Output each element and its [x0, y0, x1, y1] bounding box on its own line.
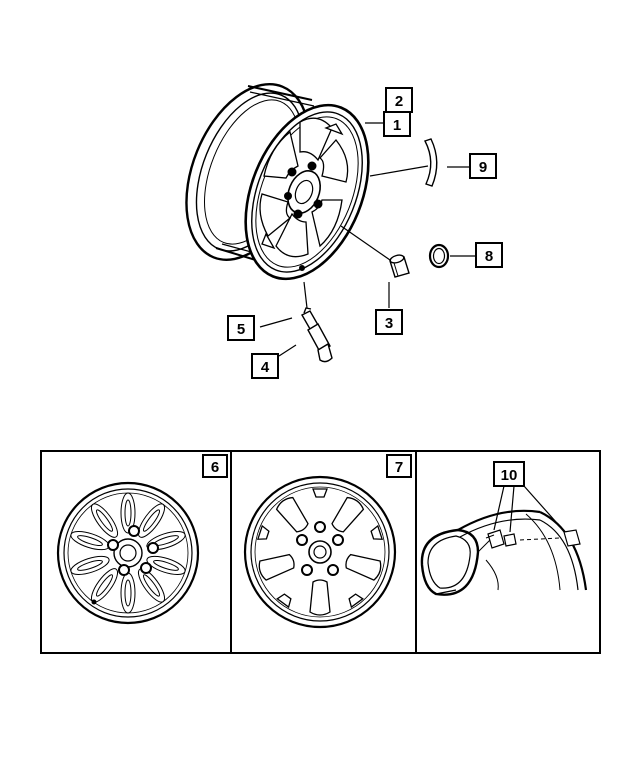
spoke-window-inner: [77, 535, 103, 547]
leader-lines: [259, 122, 476, 357]
wheel-weight-icon: [423, 138, 438, 187]
callout-7-label: 7: [395, 459, 403, 476]
valve-stem-icon: [307, 323, 333, 363]
rim-notch: [348, 593, 364, 609]
spoke-window-inner: [142, 574, 161, 597]
callout-1-label: 1: [393, 117, 401, 134]
callout-7: 7: [386, 454, 412, 478]
rim-notch: [312, 488, 328, 498]
spoke-window: [345, 553, 382, 581]
callout-6-label: 6: [211, 459, 219, 476]
callout-10: 10: [493, 461, 525, 487]
callout-5-label: 5: [237, 321, 245, 338]
callout-5: 5: [227, 315, 255, 341]
callout-4: 4: [251, 353, 279, 379]
spoke-window-inner: [95, 509, 114, 532]
spoke-window-inner: [77, 559, 103, 571]
spoke-window-inner: [142, 509, 161, 532]
hub-ring-icon: [428, 243, 450, 269]
option-panels: [40, 450, 601, 654]
spoke-window-inner: [95, 574, 114, 597]
wheel-option-6-icon: [56, 481, 200, 625]
rim-notch: [276, 593, 292, 609]
callout-2-label: 2: [395, 93, 403, 110]
spoke-window-inner: [124, 579, 132, 607]
spoke-window: [309, 579, 331, 616]
wheel-weight-rim-icon: [420, 509, 588, 596]
callout-8: 8: [475, 242, 503, 268]
spoke-window: [331, 496, 365, 533]
spoke-window: [258, 553, 295, 581]
lug-nut-icon: [389, 254, 410, 278]
callout-3-label: 3: [385, 315, 393, 332]
callout-2: 2: [385, 87, 413, 113]
wheel-option-7-icon: [243, 475, 397, 629]
spoke-window: [275, 496, 309, 533]
rim-notch: [256, 524, 270, 540]
callout-3: 3: [375, 309, 403, 335]
wheel-face: [244, 103, 370, 281]
callout-9: 9: [469, 153, 497, 179]
callout-4-label: 4: [261, 359, 270, 376]
main-wheel-assembly-icon: [185, 83, 370, 281]
callout-1: 1: [383, 111, 411, 137]
rim-notch: [370, 524, 384, 540]
spoke-window-inner: [124, 499, 132, 527]
callout-8-label: 8: [485, 248, 493, 265]
callout-10-label: 10: [501, 467, 518, 484]
leader-lines-10: [493, 485, 557, 533]
callout-6: 6: [202, 454, 228, 478]
spoke-window-inner: [153, 559, 179, 571]
callout-9-label: 9: [479, 159, 487, 176]
